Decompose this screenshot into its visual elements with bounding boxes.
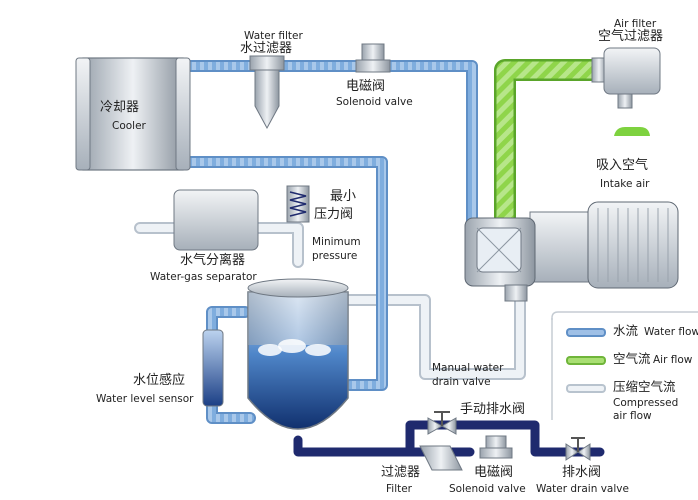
legend-swatch-air: [566, 356, 606, 365]
manual-drain-valve-unit: [427, 411, 457, 435]
intake-air-label-en: Intake air: [600, 178, 650, 190]
legend-air-label-zh: 空气流: [613, 351, 651, 366]
solenoid-valve-top-unit: [355, 43, 391, 73]
water-filter-label-zh: 水过滤器: [240, 41, 293, 56]
legend-air-label-en: Air flow: [653, 354, 693, 366]
legend-swatch-compressed: [566, 384, 606, 393]
solenoid-valve-top-label-zh: 电磁阀: [346, 79, 386, 94]
air-filter-label-en: Air filter: [614, 18, 657, 30]
water-tank-unit: [247, 278, 349, 430]
filter-label-en: Filter: [386, 483, 413, 495]
legend-compressed-label-en-2: air flow: [613, 410, 652, 422]
legend-water-label-zh: 水流: [613, 323, 639, 338]
strainer-unit: [419, 445, 463, 471]
manual-drain-label-en-2: drain valve: [432, 376, 491, 388]
solenoid-valve-top-label-en: Solenoid valve: [336, 96, 413, 108]
manual-drain-label-zh: 手动排水阀: [460, 402, 526, 417]
cooler-label-en: Cooler: [112, 120, 146, 132]
solenoid-valve-bottom-label-zh: 电磁阀: [474, 465, 514, 480]
min-pressure-label-zh-2: 压力阀: [314, 207, 354, 222]
legend-compressed-label-en-1: Compressed: [613, 397, 679, 409]
drain-valve-label-zh: 排水阀: [562, 465, 602, 480]
cooler-label-zh: 冷却器: [100, 100, 140, 115]
legend-water-label-en: Water flow: [644, 326, 698, 338]
water-filter-label-en: Water filter: [244, 30, 303, 42]
level-sensor-label-zh: 水位感应: [133, 373, 186, 388]
legend-compressed-label-zh: 压缩空气流: [613, 379, 676, 394]
min-pressure-label-en-2: pressure: [312, 250, 358, 262]
legend-swatch-water: [566, 328, 606, 337]
intake-air-icon: [614, 127, 650, 136]
cooler-unit: [75, 57, 191, 171]
min-pressure-label-en-1: Minimum: [312, 236, 361, 248]
level-sensor-label-en: Water level sensor: [96, 393, 194, 405]
air-filter-unit: [591, 47, 661, 109]
separator-unit: [173, 189, 259, 251]
filter-label-zh: 过滤器: [381, 465, 421, 480]
manual-drain-label-en-1: Manual water: [432, 362, 504, 374]
intake-air-label-zh: 吸入空气: [596, 158, 649, 173]
legend-box: [551, 311, 698, 420]
min-pressure-label-zh-1: 最小: [330, 189, 357, 204]
drain-valve-unit: [565, 437, 591, 461]
air-intake-pipe: [494, 59, 596, 228]
air-filter-label-zh: 空气过滤器: [598, 29, 664, 44]
separator-label-zh: 水气分离器: [180, 253, 246, 268]
drain-valve-label-en: Water drain valve: [536, 483, 629, 495]
separator-label-en: Water-gas separator: [150, 271, 257, 283]
min-pressure-valve-unit: [286, 185, 310, 223]
water-filter-unit: [249, 55, 285, 130]
compressor-motor-unit: [464, 201, 679, 302]
level-sensor-unit: [202, 329, 224, 407]
solenoid-valve-bottom-unit: [479, 435, 513, 459]
solenoid-valve-bottom-label-en: Solenoid valve: [449, 483, 526, 495]
